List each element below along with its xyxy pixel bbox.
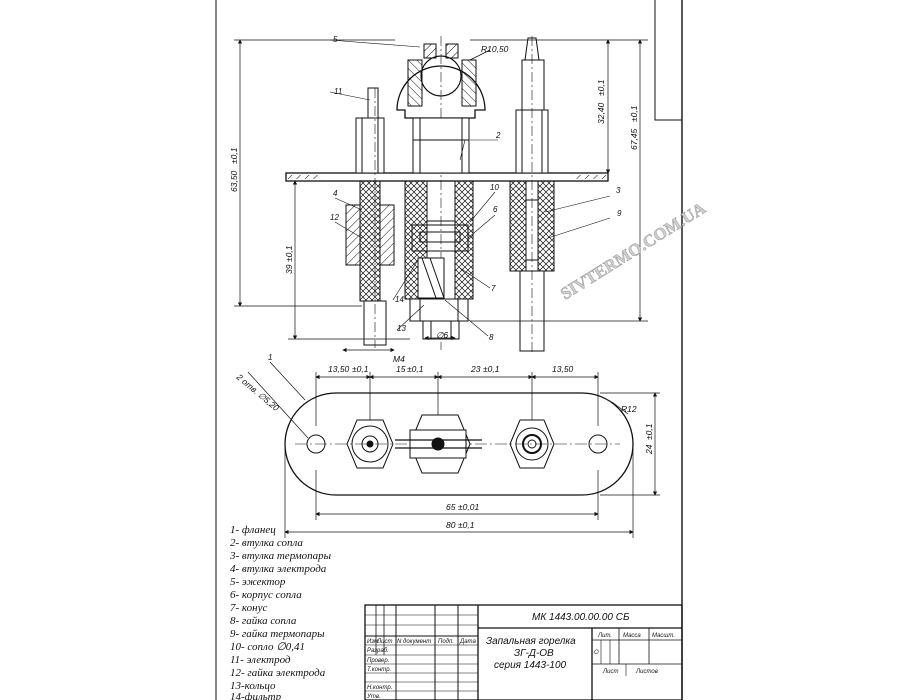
dim-r-top: R10,50	[481, 44, 509, 54]
dim-6350: 63,50	[229, 170, 239, 192]
callout-1: 1	[268, 353, 272, 362]
lit-value: О	[594, 650, 599, 656]
title-block	[364, 604, 683, 700]
callout-5: 5	[333, 35, 338, 44]
legend-item: 6- корпус сопла	[230, 589, 302, 601]
nozzle-sleeve	[412, 117, 470, 174]
callout-2: 2	[495, 131, 501, 140]
leader-lines	[329, 39, 611, 337]
dim-plan-80: 80	[446, 520, 456, 530]
dim-6745: 67,45	[629, 128, 639, 150]
product-series: серия 1443-100	[494, 660, 567, 671]
dim-plan-1350b: 13,50	[552, 364, 574, 374]
parts-legend: 1- фланец 2- втулка сопла 3- втулка терм…	[229, 524, 332, 700]
col-izm: Изм.	[367, 639, 380, 645]
dim-plan-24: 24	[644, 444, 654, 455]
col-doc: N документ	[397, 639, 431, 645]
flange-plan	[284, 392, 634, 496]
callout-13: 13	[397, 324, 406, 333]
dim-39: 39	[284, 264, 294, 274]
electrode-assembly	[345, 87, 395, 348]
callout-12: 12	[330, 213, 339, 222]
callout-4: 4	[333, 189, 338, 198]
dim-plan-1350a: 13,50	[328, 364, 350, 374]
legend-item: 12- гайка электрода	[230, 667, 326, 679]
electrode-nut-plan	[346, 419, 394, 469]
dim-plan-15: 15	[396, 364, 406, 374]
col-list: Лист	[376, 639, 392, 645]
legend-item: 10- сопло ∅0,41	[230, 641, 305, 653]
dim-holes: 2 отв. ∅5,20	[234, 371, 281, 413]
row-utv: Утв.	[366, 694, 381, 700]
legend-item: 5- эжектор	[230, 576, 286, 588]
callout-6: 6	[493, 205, 498, 214]
callout-7: 7	[491, 284, 496, 293]
thermocouple-nut-plan	[509, 419, 555, 469]
callout-3: 3	[616, 186, 621, 195]
header-lit: Лит.	[597, 633, 612, 639]
callout-10: 10	[490, 183, 499, 192]
watermark-logo: SIVTERMO.COM.UA	[557, 198, 709, 303]
product-name: Запальная горелка	[486, 636, 576, 647]
dim-plan-23: 23	[470, 364, 481, 374]
callout-9: 9	[617, 209, 622, 218]
flange-section	[285, 172, 609, 182]
dim-plan-24-tol: ±0,1	[644, 423, 654, 440]
legend-item: 2- втулка сопла	[230, 537, 303, 549]
row-tkontr: Т.контр.	[367, 667, 391, 673]
row-prov: Провер.	[367, 658, 389, 664]
dim-plan-65-tol: ±0,01	[458, 502, 479, 512]
legend-item: 7- конус	[230, 602, 267, 614]
document-code: МК 1443.00.00.00 СБ	[532, 612, 630, 623]
callout-numbers: 5 11 2 10 6 7 8 3 9 4 12 14 13 1	[268, 35, 622, 362]
dim-d6: ∅6	[436, 330, 448, 340]
front-dimension-lines	[234, 39, 648, 353]
col-podp: Подп.	[438, 639, 454, 645]
dim-plan-15-tol: ±0,1	[407, 364, 424, 374]
dim-plan-65: 65	[446, 502, 456, 512]
product-model: ЗГ-Д-ОВ	[514, 648, 554, 659]
legend-item: 13-кольцо	[230, 680, 276, 692]
row-nkontr: Н.контр.	[367, 685, 392, 691]
dim-plan-23-tol: ±0,1	[483, 364, 500, 374]
callout-11: 11	[334, 87, 342, 96]
dim-m4: M4	[393, 354, 405, 364]
plan-dimension-lines	[247, 361, 660, 538]
legend-item: 8- гайка сопла	[230, 615, 297, 627]
header-masht: Масшт.	[652, 633, 675, 639]
dim-plan-r12: R12	[621, 404, 637, 414]
legend-item: 11- электрод	[230, 654, 291, 666]
row-razrab: Разраб.	[367, 648, 389, 654]
col-data: Дата	[459, 639, 476, 645]
footer-listov: Листов	[635, 669, 658, 675]
legend-item: 14-фильтр	[230, 691, 282, 700]
nozzle-body	[404, 180, 474, 340]
nozzle-nut-plan	[395, 414, 482, 474]
header-massa: Масса	[623, 633, 641, 639]
ejector-head	[396, 36, 486, 350]
dim-3240-tol: ±0,1	[596, 79, 606, 96]
dim-plan-1350a-tol: ±0,1	[352, 364, 369, 374]
callout-14: 14	[395, 295, 404, 304]
footer-list: Лист	[602, 669, 618, 675]
callout-8: 8	[489, 333, 494, 342]
plan-view	[247, 361, 660, 538]
legend-item: 1- фланец	[230, 524, 276, 536]
dim-6350-tol: ±0,1	[229, 147, 239, 164]
dim-6745-tol: ±0,1	[629, 105, 639, 122]
dim-39-tol: ±0,1	[284, 245, 294, 262]
legend-item: 4- втулка электрода	[230, 563, 327, 575]
front-section-view	[234, 36, 648, 355]
dim-3240: 32,40	[596, 102, 606, 124]
dimension-texts: R10,50 32,40 ±0,1 67,45 ±0,1 63,50 ±0,1 …	[229, 44, 654, 530]
thermocouple-assembly	[509, 36, 555, 355]
sheet-frame	[215, 0, 683, 700]
title-block-texts: МК 1443.00.00.00 СБ Запальная горелка ЗГ…	[366, 612, 675, 700]
dim-plan-80-tol: ±0,1	[458, 520, 475, 530]
legend-item: 9- гайка термопары	[230, 628, 325, 640]
legend-item: 3- втулка термопары	[229, 550, 332, 562]
